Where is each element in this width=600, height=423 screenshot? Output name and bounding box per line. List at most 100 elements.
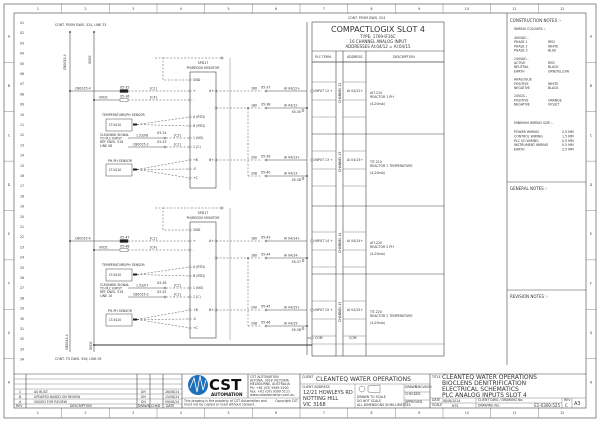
column-label-bottom: 10 — [465, 411, 469, 415]
plc-title: COMPACTLOGIX SLOT 4 — [331, 25, 425, 34]
plc-description: REACTOR 2 TEMPERATURE — [370, 314, 412, 318]
row-label-right: D — [590, 183, 593, 187]
output-address: AI 04/15- — [284, 322, 298, 326]
cleaning-term-2: X3-23 — [157, 140, 166, 144]
input-wire: 0VDC — [99, 96, 109, 100]
cleaning-wire-1: 1.52/08 — [136, 134, 148, 138]
input-pin: - — [193, 248, 194, 252]
plc-description: REACTOR 2 PH — [370, 245, 394, 249]
projection-symbol — [358, 385, 366, 393]
column-label-bottom: 6 — [275, 411, 277, 415]
column-label: 3 — [132, 7, 134, 11]
input-terminal: X5-47 — [120, 236, 129, 240]
drawing-note-2: DO NOT SCALE — [357, 399, 381, 403]
scale-value: NTS — [452, 404, 458, 408]
output-terminal-node — [264, 158, 268, 162]
plc-description: REACTOR 1 TEMPERATURE — [370, 164, 412, 168]
cleaning-wire-2: CB0015-2 — [133, 293, 149, 297]
colour-item: ACTIVE — [514, 61, 525, 65]
input-terminal: X5-36 — [120, 95, 129, 99]
sensor2-lead — [136, 159, 191, 170]
plc-range: (4-20mA) — [370, 102, 385, 106]
min-wiring-title: MINIMUM WIRING SIZE :- — [514, 121, 553, 125]
drawing-title: TITLE CLEANTEQ WATER OPERATIONS BIOCLENS… — [430, 374, 586, 408]
plc-address: AI 04/14+ — [347, 239, 363, 243]
input-fuse — [119, 239, 129, 243]
rev-header-description: DESCRIPTION — [70, 404, 92, 408]
approved-label: APPROVED — [405, 400, 423, 404]
colour-item: PHASE 1 — [514, 40, 528, 44]
cleaning-wire-2: CB0015-2 — [133, 143, 149, 147]
projection-cone — [367, 384, 381, 394]
plc-header-description: DESCRIPTION — [393, 55, 415, 59]
cleaning-label-line: REF DWG. 519 — [100, 140, 123, 144]
column-label-bottom: 9 — [418, 411, 420, 415]
plc-com-addr: COM — [349, 336, 357, 340]
rev-header-rev: REV — [16, 404, 23, 408]
line-number: 16 — [20, 174, 24, 178]
sensor2-box — [105, 313, 133, 327]
cont-to-ref: CONT. TO DWG. 526, LINE 05 — [55, 357, 102, 361]
input-pin-terminal — [188, 248, 192, 252]
column-label: 12 — [560, 7, 564, 11]
date-label: DATE — [432, 398, 440, 402]
colour-value: BLUE — [548, 49, 556, 53]
jumper-terminal — [301, 259, 305, 262]
input-fuse — [119, 98, 129, 102]
line-numbers: 0102030405060708091011121314151617181920… — [20, 21, 24, 362]
rev-desc: AS BUILT — [34, 390, 48, 394]
client-project: CLEANTEQ WATER OPERATIONS — [316, 376, 411, 383]
output-wire: 208 — [251, 322, 257, 326]
jumper-terminal — [301, 327, 305, 330]
rev-drawn: DH — [141, 395, 146, 399]
sensor2-pin-terminal — [188, 308, 192, 312]
row-label: E — [8, 232, 10, 236]
monitor-subtitle: PH/REDOX MONITOR — [187, 216, 221, 220]
colour-value: BLACK — [548, 65, 559, 69]
sensor2-pin: -E — [193, 167, 196, 171]
plc-tag: TIT-210 — [369, 160, 382, 164]
line-number: 03 — [20, 41, 24, 45]
sensor1-connector — [133, 273, 137, 276]
bus-b-label-bottom: 0VDC — [89, 340, 93, 350]
sensor2-connector — [133, 168, 137, 171]
cleaning-label-line: TO PLC INPUT — [99, 137, 122, 141]
general-notes-title: GENERAL NOTES :- — [510, 186, 548, 191]
sensor1-tag: LT-5410 — [109, 123, 121, 127]
bus-a-label: CB0015-4 — [63, 54, 67, 70]
row-label: C — [8, 133, 11, 137]
rev-desc: ISSUED FOR REVIEW — [34, 400, 68, 404]
company-address-line: Ph: +61 (03) 9399 5100 — [250, 386, 289, 390]
cleaning-terminal-1 — [163, 136, 167, 140]
rev-drawn: DH — [141, 400, 146, 404]
cleaning-pin: 1 (NO) — [193, 286, 203, 290]
input-pin-terminal — [188, 89, 192, 93]
sensor2-connector — [133, 318, 137, 321]
output-terminal: X5-37 — [261, 86, 270, 90]
line-number: 33 — [20, 347, 24, 351]
line-number: 15 — [20, 164, 24, 168]
company-address-line: www.cstautomation.com.au — [250, 393, 294, 397]
line-number: 10 — [20, 113, 24, 117]
client-address-2: NOTTING HILL — [303, 396, 338, 402]
company-disclaimer: This drawing is the property of CST Auto… — [183, 399, 267, 407]
title-line-4: PLC ANALOG INPUTS SLOT 4 — [442, 392, 527, 399]
drawing-note-1: DRAWN TO SCALE — [357, 395, 386, 399]
input-node — [93, 99, 95, 101]
drawn-label: DRAWN — [405, 385, 418, 389]
bus-a-node — [69, 31, 71, 33]
output-address: AI 04/15+ — [284, 306, 300, 310]
plc-addresses: ADDRESSES AI:04/12 = AI:04/15 — [345, 44, 411, 49]
colour-item: POSITIVE — [514, 98, 528, 102]
column-label-bottom: 11 — [512, 411, 516, 415]
plc-channel-label: CHANNEL 15 — [338, 302, 342, 322]
output-terminal-node — [264, 174, 268, 178]
output-wire: 208 — [251, 172, 257, 176]
line-number: 11 — [20, 123, 24, 127]
monitor-gnd: GND — [193, 78, 201, 82]
title-label: TITLE — [431, 375, 441, 379]
plc-card: CONT. FROM DWG. 524 COMPACTLOGIX SLOT 4 … — [306, 16, 445, 357]
